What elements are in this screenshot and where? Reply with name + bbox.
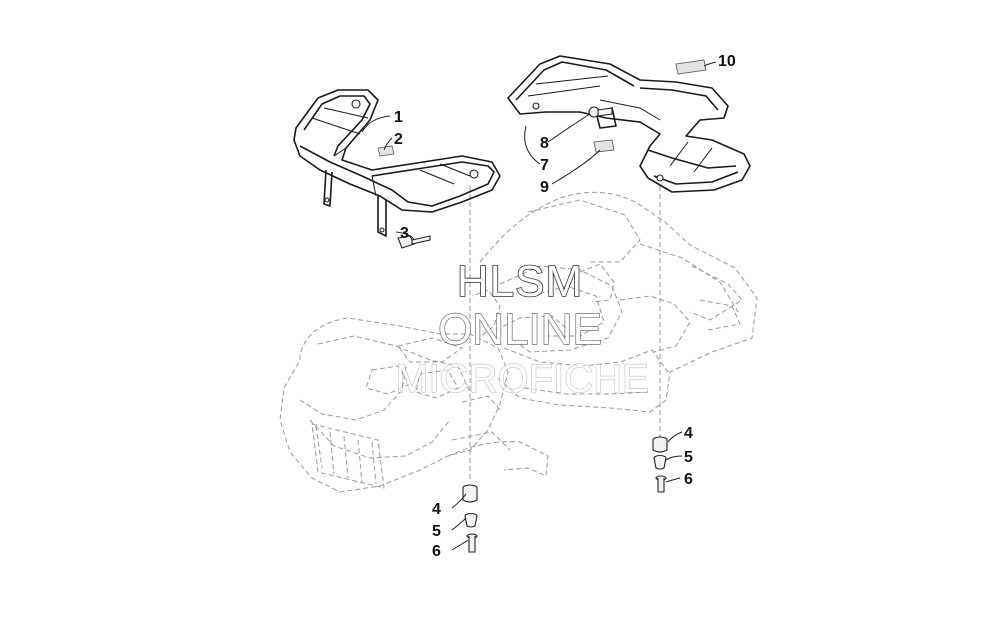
watermark: HLSM ONLINE MICROFICHE bbox=[395, 256, 650, 401]
callout-9: 9 bbox=[540, 179, 549, 196]
callout-8: 8 bbox=[540, 135, 549, 152]
rear-screw bbox=[588, 106, 613, 118]
rear-bushing bbox=[653, 454, 667, 470]
callout-3: 3 bbox=[400, 225, 409, 242]
rear-decal-top bbox=[675, 59, 707, 75]
callout-6-front: 6 bbox=[432, 543, 441, 560]
front-bolt bbox=[397, 235, 431, 249]
callout-10: 10 bbox=[718, 53, 736, 70]
callout-numbers: 1 2 3 8 7 9 10 4 5 6 4 5 6 bbox=[394, 53, 736, 560]
watermark-line-2: ONLINE bbox=[438, 305, 602, 354]
callout-5-front: 5 bbox=[432, 523, 441, 540]
rear-grommet bbox=[652, 436, 668, 453]
callout-1: 1 bbox=[394, 109, 403, 126]
callout-2: 2 bbox=[394, 131, 403, 148]
callout-4-rear: 4 bbox=[684, 425, 693, 442]
front-cap-screw bbox=[466, 533, 478, 553]
front-decal bbox=[377, 145, 395, 157]
callout-4-front: 4 bbox=[432, 501, 441, 518]
alignment-lines bbox=[469, 186, 661, 482]
leader-lines bbox=[361, 61, 717, 551]
rear-rack bbox=[507, 55, 751, 193]
front-bushing bbox=[464, 512, 478, 528]
watermark-line-1: HLSM bbox=[457, 257, 583, 306]
callout-5-rear: 5 bbox=[684, 449, 693, 466]
callout-6-rear: 6 bbox=[684, 471, 693, 488]
front-rack bbox=[293, 89, 501, 237]
front-grommet bbox=[462, 484, 478, 503]
watermark-line-3: MICROFICHE bbox=[395, 357, 648, 401]
rear-decal-small bbox=[593, 139, 615, 153]
hardware bbox=[397, 106, 668, 553]
callout-7: 7 bbox=[540, 157, 549, 174]
rear-cap-screw bbox=[655, 475, 667, 493]
decals bbox=[377, 59, 707, 157]
